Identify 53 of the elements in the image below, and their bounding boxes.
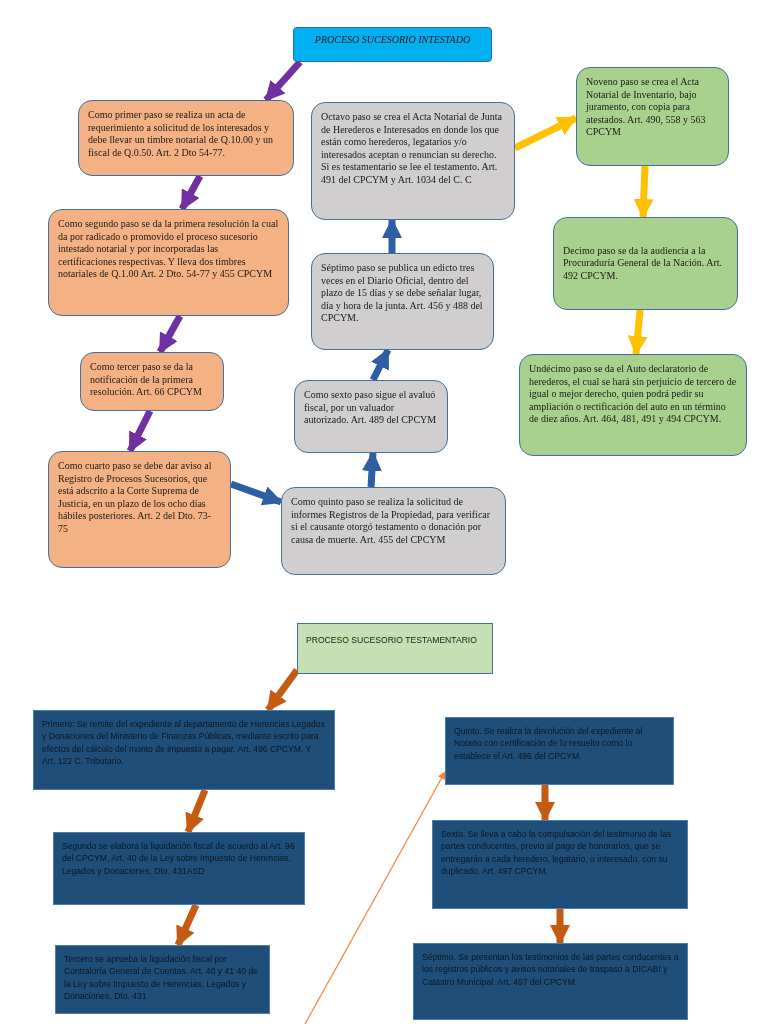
node-label: Como segundo paso se da la primera resolución la cual da por radicado o promovido el proceso sucesorio intestado notarial y por incorporadas las certificaciones respectivas. Y lleva dos timbres notariales de Q.1.00 Art. 2 Dto. 54-77 y 455 CPCYM [58,218,279,281]
arrow [304,771,446,1024]
node-label: Noveno paso se crea el Acta Notarial de Inventario, bajo juramento, con copia para atestados. Art. 490, 558 y 563 CPCYM [586,76,707,139]
block-arrow [627,309,648,356]
process-box [48,209,289,316]
process-box [311,253,494,350]
node-label: Primero: Se remite del expediente al departamento de Herencias Legados y Donaciones del Ministerio de Finanzas Públicas, mediante escrito para efectos del cálculo del monto de impuesto a pagar. Art. 496 CPCYM. Y Art. 122 C. Tributario. [42,718,326,768]
block-arrow [229,480,283,506]
process-box [311,102,515,220]
process-box [519,354,747,456]
node-label: Séptimo paso se publica un edicto tres veces en el Diario Oficial, dentro del plazo de 15 días y se debe señalar lugar, día y hora de la junta. Art. 456 y 488 del CPCYM. [321,262,484,325]
process-box [553,217,738,310]
block-arrow [369,348,392,382]
block-arrow [174,903,200,947]
node-label: Tercero se aprueba la liquidación fiscal por Contraloría General de Cuentas. Art. 40 y 41 40 de la Ley sobre Impuesto de Herencias, Legados y Donaciones, Dto. 431 [64,953,259,1003]
node-label: Decimo paso se da la audiencia a la Procuraduría General de la Nación. Art. 492 CPCYM. [563,244,724,283]
node-label: Como quinto paso se realiza la solicitud de informes Registros de la Propiedad, para verificar si el causante otorgó testamento o donación por causa de muerte. Art. 455 del CPCYM [291,496,492,546]
node-label: Quinto. Se realiza la devolución del expediente al Notario con certificación de lo resuelto como lo establece el Art. 496 del CPCYM. [454,725,644,763]
node-label: Segundo se elabora la liquidación fiscal de acuerdo al Art. 96 del CPCYM, Art. 40 de la Ley sobre Impuesto de Herencias, Legados y Donaciones, Dto. 431ASD [62,840,296,878]
process-box [294,380,448,453]
title-box [297,623,493,674]
title-box [293,27,492,62]
node-label: PROCESO SUCESORIO INTESTADO [314,34,471,47]
block-arrow [535,785,555,822]
block-arrow [382,218,402,253]
process-box [413,943,688,1020]
block-arrow [156,314,184,354]
process-box [281,487,506,575]
node-label: Sexto. Se lleva a cabo la compulsación del testimonio de las partes conducentes, previo al pago de honorarios, que se entregarán a cada heredero, legatario, o interesado, con su duplicado. Art. 497 CPCYM. [441,828,673,878]
process-box [445,717,674,785]
block-arrow [361,451,382,488]
block-arrow [184,788,209,834]
node-label: Como tercer paso se da la notificación de la primera resolución. Art. 66 CPCYM [90,361,203,399]
process-box [33,710,335,790]
block-arrow [126,409,154,453]
process-box [48,451,231,568]
node-label: Séptimo. Se presentan los testimonios de las partes conducentes a los registros públicos y avisos notariales de traspaso a DICABI y Catastro Municipal. Art. 497 del CPCYM. [422,951,679,989]
node-label: Como primer paso se realiza un acta de requerimiento a solicitud de los interesados y debe llevar un timbre notarial de Q.10.00 y un fiscal de Q.0.50. Art. 2 Dto 54-77. [88,109,274,159]
block-arrow [633,165,654,219]
node-label: PROCESO SUCESORIO TESTAMENTARIO [306,634,477,647]
node-label: Undécimo paso se da el Auto declaratorio de herederos, el cual se hará sin perjuicio de tercero de igual o mejor derecho, quien podrá pedir su ampliación o rectificación del auto en un término de diez años. Art. 464, 481, 491 y 494 CPCYM. [529,363,737,426]
process-box [55,945,270,1014]
node-label: Como cuarto paso se debe dar aviso al Registro de Procesos Sucesorios, que está adscrito a la Corte Suprema de Justicia, en un plazo de los ocho días hábiles posteriores. Art. 2 del Dto. 73-75 [58,460,213,535]
process-box [53,832,305,905]
block-arrow [513,114,578,152]
process-box [80,352,224,411]
node-label: Octavo paso se crea el Acta Notarial de Junta de Herederos e Interesados en donde los que están como herederos, legatarios y/o interesados aceptan o renuncian su derecho. Si es testamentario se lee el testamento. Art. 491 del CPCYM y Art. 1034 del C. C [321,111,504,186]
node-label: Como sexto paso sigue el avaluó fiscal, por un valuador autorizado. Art. 489 del CPCYM [304,389,438,427]
process-box [78,100,294,176]
process-box [432,820,688,909]
block-arrow [178,174,204,211]
process-box [576,67,729,166]
block-arrow [550,909,570,945]
